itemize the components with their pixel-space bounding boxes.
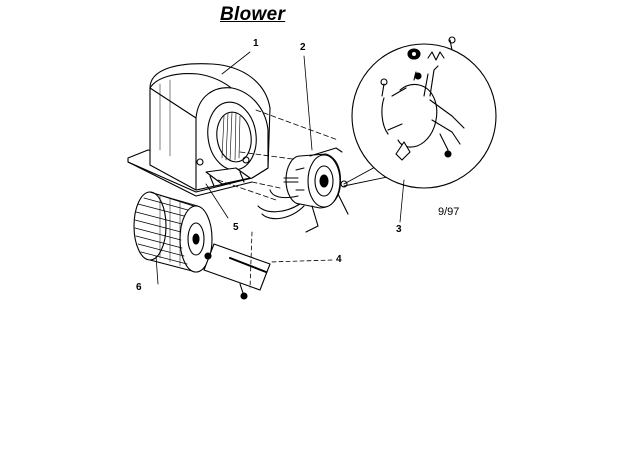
callout-motor-mount: 3	[396, 224, 402, 235]
callout-bracket: 4	[336, 254, 342, 265]
diagram-title: Blower	[220, 4, 286, 25]
blower-motor	[257, 147, 349, 233]
blower-wheel	[133, 191, 213, 273]
callout-motor: 2	[300, 42, 306, 53]
callout-housing: 1	[253, 38, 259, 49]
blower-housing	[127, 63, 271, 197]
revision-date: 9/97	[438, 206, 460, 218]
callout-wheel: 6	[136, 282, 142, 293]
mounting-bracket	[203, 231, 271, 300]
callout-leaders	[155, 51, 405, 285]
assembly-lines	[217, 109, 339, 201]
callout-screw: 5	[233, 222, 239, 233]
motor-mount-detail	[351, 36, 497, 189]
